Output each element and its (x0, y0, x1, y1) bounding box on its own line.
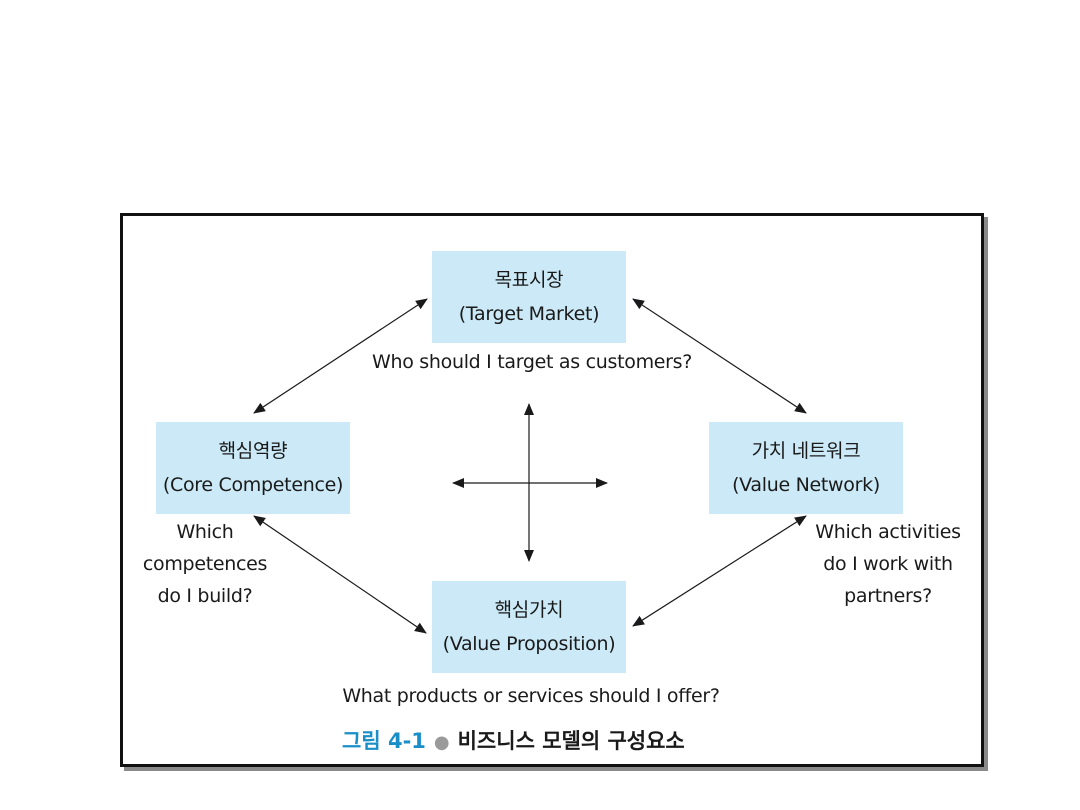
value-network-box: 가치 네트워크 (Value Network) (709, 422, 903, 514)
value-network-question-line: partners? (844, 585, 932, 607)
core-competence-question-line: competences (142, 553, 268, 575)
arrow-core-proposition (253, 515, 427, 634)
core-competence-box: 핵심역량 (Core Competence) (156, 422, 350, 514)
core-competence-english: (Core Competence) (162, 474, 344, 496)
figure-caption: 그림 4-1 ● 비즈니스 모델의 구성요소 (342, 725, 685, 755)
bullet-icon: ● (433, 732, 450, 753)
value-proposition-english: (Value Proposition) (442, 633, 616, 655)
value-proposition-korean: 핵심가치 (494, 599, 564, 621)
target-market-korean: 목표시장 (494, 269, 564, 291)
figure-title: 비즈니스 모델의 구성요소 (457, 729, 685, 753)
value-proposition-box: 핵심가치 (Value Proposition) (432, 581, 626, 673)
value-network-question: Which activities do I work with partners… (814, 516, 962, 612)
core-competence-korean: 핵심역량 (218, 440, 288, 462)
target-market-question: Who should I target as customers? (372, 351, 693, 373)
core-competence-question-line: do I build? (157, 585, 253, 607)
core-competence-question: Which competences do I build? (132, 516, 278, 612)
core-competence-question-line: Which (176, 521, 234, 543)
value-network-korean: 가치 네트워크 (751, 440, 861, 462)
figure-number: 그림 4-1 (342, 729, 426, 753)
arrow-target-core (253, 298, 428, 414)
arrow-network-proposition (632, 515, 807, 627)
arrow-target-network (632, 298, 807, 414)
target-market-box: 목표시장 (Target Market) (432, 251, 626, 343)
value-network-question-line: Which activities (815, 521, 961, 543)
value-network-english: (Value Network) (732, 474, 880, 496)
target-market-english: (Target Market) (458, 303, 600, 325)
value-network-question-line: do I work with (823, 553, 953, 575)
value-proposition-question: What products or services should I offer… (342, 685, 720, 707)
